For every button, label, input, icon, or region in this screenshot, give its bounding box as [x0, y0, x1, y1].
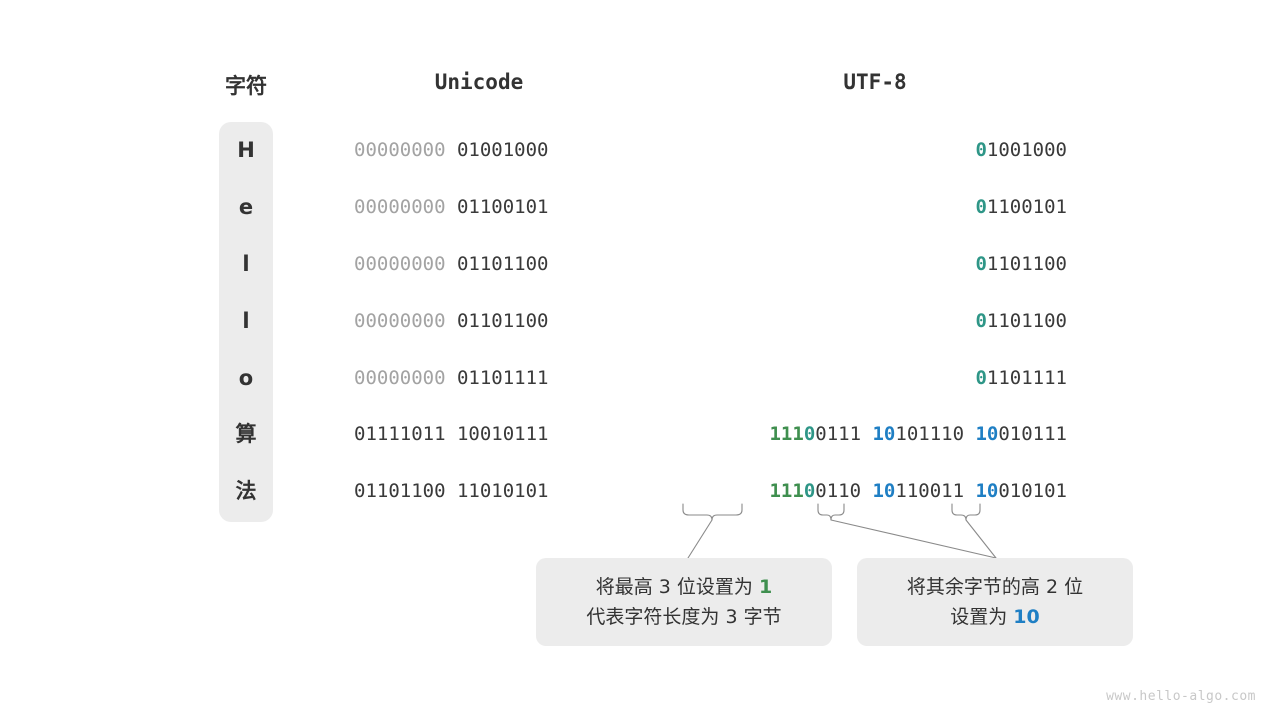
utf8-byte: 10010101 — [975, 480, 1067, 502]
unicode-low-byte: 10010111 — [456, 423, 549, 445]
unicode-high-byte: 00000000 — [354, 196, 446, 218]
byte-separator — [861, 480, 872, 502]
callout-left-line2: 代表字符长度为 3 字节 — [586, 606, 782, 628]
utf8-byte-payload-bits: 010101 — [998, 480, 1067, 502]
utf8-byte-payload-bits: 101110 — [895, 423, 965, 445]
unicode-high-byte: 01101100 — [354, 480, 446, 502]
callout-right-line1: 将其余字节的高 2 位 — [906, 576, 1084, 598]
character-cell: o — [238, 366, 254, 390]
unicode-high-byte: 00000000 — [354, 139, 446, 161]
site-watermark: www.hello-algo.com — [1106, 689, 1256, 704]
utf8-cell: 11100110 10110011 10010101 — [683, 478, 1067, 504]
utf8-cell: 01101111 — [683, 365, 1067, 391]
byte-separator — [446, 139, 457, 161]
character-cell: 算 — [235, 422, 257, 446]
unicode-cell: 00000000 01001000 — [354, 137, 604, 163]
utf8-byte: 10101110 — [872, 423, 964, 445]
unicode-low-byte: 01101111 — [456, 367, 549, 389]
unicode-cell: 01111011 10010111 — [354, 421, 604, 447]
byte-separator — [964, 480, 975, 502]
unicode-low-byte: 01100101 — [456, 196, 549, 218]
character-cell: l — [242, 252, 250, 276]
byte-separator — [861, 423, 872, 445]
utf8-byte-marker-bits: 0 — [975, 196, 987, 218]
column-header-character: 字符 — [225, 74, 267, 98]
utf8-byte-payload-bits: 1001000 — [986, 139, 1067, 161]
byte-separator — [446, 196, 457, 218]
utf8-byte-payload-bits: 0110 — [815, 480, 862, 502]
utf8-byte-payload-bits: 1101100 — [986, 310, 1067, 332]
utf8-byte: 01100101 — [975, 196, 1067, 218]
utf8-byte-marker-bits: 0 — [975, 253, 987, 275]
utf8-byte-marker-bits: 111 — [769, 480, 804, 502]
unicode-cell: 00000000 01100101 — [354, 194, 604, 220]
unicode-high-byte: 00000000 — [354, 310, 446, 332]
callout-right-line2-text: 设置为 — [950, 606, 1014, 628]
character-cell: e — [238, 195, 254, 219]
utf8-byte-payload-bits: 0111 — [815, 423, 862, 445]
unicode-low-byte: 01101100 — [456, 253, 549, 275]
byte-separator — [446, 423, 457, 445]
byte-separator — [964, 423, 975, 445]
utf8-byte-marker-terminator: 0 — [803, 423, 816, 445]
unicode-high-byte: 00000000 — [354, 367, 446, 389]
utf8-cell: 01001000 — [683, 137, 1067, 163]
byte-separator — [446, 253, 457, 275]
column-header-utf8: UTF-8 — [843, 70, 907, 94]
utf8-byte: 01001000 — [975, 139, 1067, 161]
unicode-low-byte: 01101100 — [456, 310, 549, 332]
utf8-cell: 01101100 — [683, 251, 1067, 277]
byte-separator — [446, 367, 457, 389]
utf8-byte-marker-bits: 10 — [872, 480, 896, 502]
unicode-high-byte: 01111011 — [354, 423, 446, 445]
callout-left-highlight: 1 — [758, 576, 773, 598]
character-cell: l — [242, 309, 250, 333]
utf8-byte-payload-bits: 1100101 — [986, 196, 1067, 218]
utf8-byte-marker-bits: 10 — [975, 423, 999, 445]
utf8-byte: 10010111 — [975, 423, 1067, 445]
utf8-byte: 11100111 — [769, 423, 861, 445]
utf8-byte-marker-bits: 0 — [975, 139, 987, 161]
utf8-byte-payload-bits: 010111 — [998, 423, 1067, 445]
utf8-byte-payload-bits: 110011 — [895, 480, 965, 502]
utf8-byte-marker-bits: 0 — [975, 310, 987, 332]
utf8-byte: 11100110 — [769, 480, 861, 502]
byte-separator — [446, 310, 457, 332]
callout-continuation-bits: 将其余字节的高 2 位 设置为 10 — [857, 558, 1133, 646]
utf8-byte-marker-bits: 0 — [975, 367, 987, 389]
utf8-byte-marker-terminator: 0 — [803, 480, 816, 502]
callout-leading-bits: 将最高 3 位设置为 1 代表字符长度为 3 字节 — [536, 558, 832, 646]
unicode-low-byte: 01001000 — [456, 139, 549, 161]
callout-right-highlight: 10 — [1013, 606, 1040, 628]
unicode-cell: 00000000 01101100 — [354, 308, 604, 334]
utf8-byte-marker-bits: 10 — [975, 480, 999, 502]
utf8-byte: 10110011 — [872, 480, 964, 502]
utf8-byte: 01101100 — [975, 253, 1067, 275]
character-cell: 法 — [235, 479, 257, 503]
utf8-cell: 11100111 10101110 10010111 — [683, 421, 1067, 447]
unicode-cell: 01101100 11010101 — [354, 478, 604, 504]
unicode-low-byte: 11010101 — [456, 480, 549, 502]
callout-right-line2: 设置为 10 — [950, 602, 1040, 632]
character-column-background — [219, 122, 273, 522]
utf8-byte-payload-bits: 1101111 — [986, 367, 1067, 389]
callout-left-line1-text: 将最高 3 位设置为 — [595, 576, 759, 598]
callout-left-line1: 将最高 3 位设置为 1 — [596, 572, 772, 602]
utf8-byte-marker-bits: 10 — [872, 423, 896, 445]
unicode-high-byte: 00000000 — [354, 253, 446, 275]
unicode-cell: 00000000 01101111 — [354, 365, 604, 391]
byte-separator — [446, 480, 457, 502]
utf8-byte: 01101100 — [975, 310, 1067, 332]
utf8-cell: 01101100 — [683, 308, 1067, 334]
utf8-cell: 01100101 — [683, 194, 1067, 220]
utf8-byte-payload-bits: 1101100 — [986, 253, 1067, 275]
character-cell: H — [237, 138, 255, 162]
column-header-unicode: Unicode — [434, 70, 524, 94]
unicode-cell: 00000000 01101100 — [354, 251, 604, 277]
utf8-byte-marker-bits: 111 — [769, 423, 804, 445]
utf8-byte: 01101111 — [975, 367, 1067, 389]
